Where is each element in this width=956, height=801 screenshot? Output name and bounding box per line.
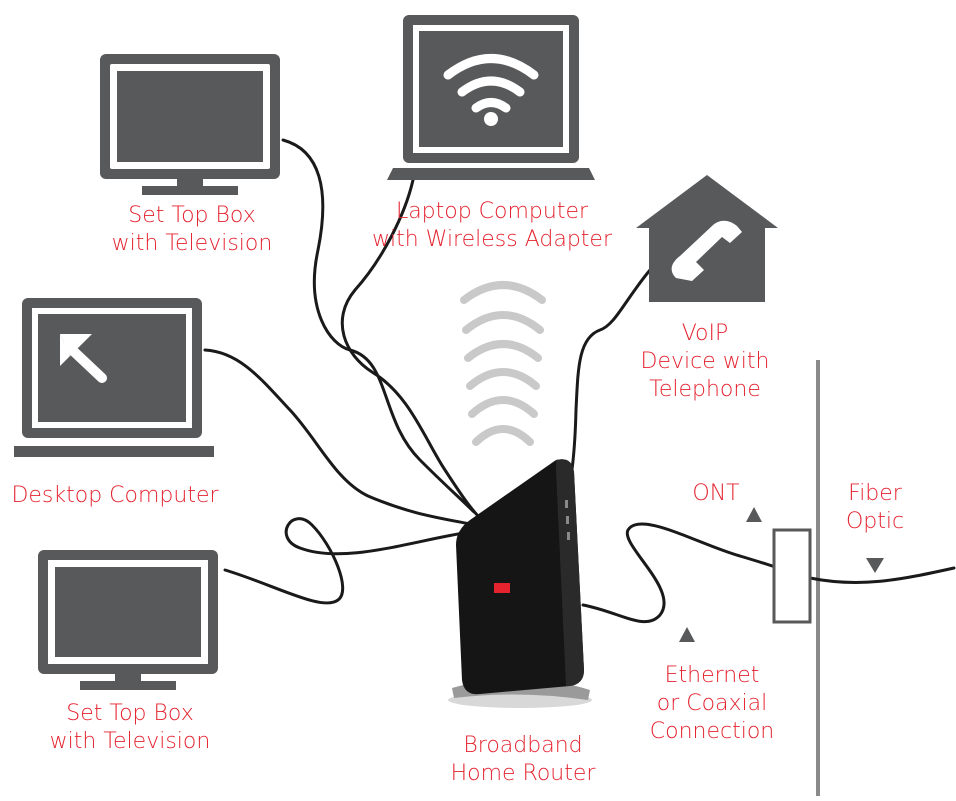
laptop-screen (419, 31, 563, 147)
wifi-arc-1 (460, 281, 546, 304)
ont-arrow-up (746, 507, 762, 522)
label-set-top-box-top-line-1: Set Top Box (128, 203, 255, 228)
tv-bottom-stand (80, 681, 176, 690)
wifi-arc-4 (466, 368, 540, 390)
house-telephone-icon (636, 175, 778, 302)
label-set-top-box-bottom: Set Top Box with Television (50, 701, 211, 754)
tv-top-screen (117, 71, 263, 162)
label-ethernet-line-3: Connection (650, 719, 774, 744)
label-laptop-line-1: Laptop Computer (396, 199, 589, 224)
label-router-line-2: Home Router (451, 761, 597, 786)
label-fiber-optic-line-1: Fiber (848, 481, 903, 506)
label-set-top-box-bottom-line-2: with Television (50, 729, 211, 754)
ont-box-icon (772, 528, 812, 624)
router-body (456, 459, 584, 695)
label-ont-line-1: ONT (692, 481, 739, 506)
laptop-base (387, 168, 595, 180)
wires (203, 138, 956, 624)
wifi-icon (443, 54, 539, 113)
label-set-top-box-top: Set Top Box with Television (112, 203, 273, 256)
wire-set-top-box-bottom (223, 517, 472, 605)
labels: Set Top Box with Television Laptop Comput… (11, 199, 904, 786)
desktop-base (14, 446, 214, 457)
wire-laptop (340, 178, 480, 518)
wifi-arc-3 (464, 340, 542, 362)
router-light-1 (565, 500, 568, 508)
router-light-2 (566, 516, 569, 524)
label-desktop: Desktop Computer (11, 483, 219, 508)
router-side (556, 459, 584, 686)
tv-bottom-screen (55, 567, 201, 657)
tv-bottom-neck (115, 674, 141, 681)
label-laptop: Laptop Computer with Wireless Adapter (372, 199, 613, 252)
label-ethernet-line-1: Ethernet (665, 663, 760, 688)
tv-top-stand (142, 186, 238, 195)
desktop-cursor-icon (14, 298, 214, 457)
ethernet-arrow-up (679, 627, 695, 642)
wifi-laptop-icon (387, 15, 595, 180)
label-laptop-line-2: with Wireless Adapter (372, 227, 613, 252)
wifi-icon-dot (484, 112, 498, 126)
wire-fiber (808, 566, 956, 585)
wire-router-to-ont (581, 522, 780, 624)
fiber-arrow-down (866, 558, 884, 573)
router-light-3 (567, 532, 570, 540)
label-ethernet-line-2: or Coaxial (657, 691, 768, 716)
label-desktop-line-1: Desktop Computer (11, 483, 219, 508)
label-fiber-optic-line-2: Optic (846, 509, 904, 534)
wire-voip (564, 268, 652, 502)
wifi-arc-5 (468, 396, 538, 418)
wifi-arc-6 (472, 425, 534, 446)
television-icon (38, 550, 218, 690)
label-voip-line-3: Telephone (649, 377, 761, 402)
router-logo (494, 583, 510, 593)
label-set-top-box-bottom-line-1: Set Top Box (66, 701, 193, 726)
label-voip-line-1: VoIP (682, 321, 729, 346)
wifi-arc-2 (462, 311, 544, 334)
wifi-signal-arcs (460, 281, 546, 446)
tv-top-neck (177, 179, 203, 186)
router-icon (448, 459, 592, 708)
label-set-top-box-top-line-2: with Television (112, 231, 273, 256)
label-router-line-1: Broadband (463, 733, 582, 758)
television-icon (100, 54, 280, 195)
label-voip-line-2: Device with (641, 349, 770, 374)
wire-set-top-box-top (281, 138, 476, 514)
label-ont: ONT (692, 481, 739, 506)
cursor-arrow-shaft (63, 341, 107, 383)
wire-desktop (203, 348, 472, 526)
telephone-handset-icon (671, 220, 742, 281)
desktop-screen (38, 314, 186, 422)
